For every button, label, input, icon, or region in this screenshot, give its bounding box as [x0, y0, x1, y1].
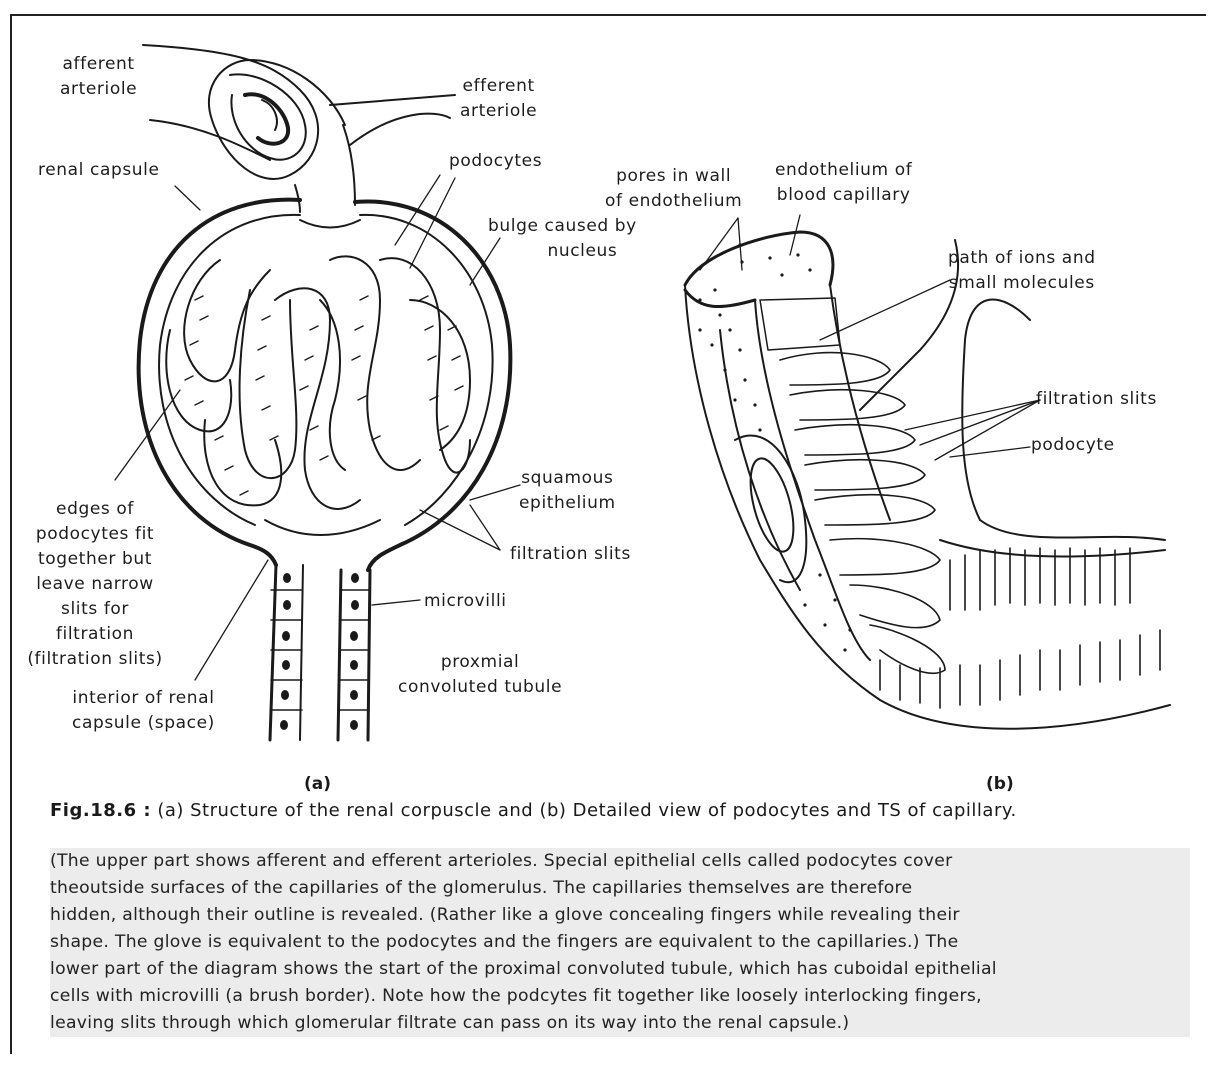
- label-interior-of-capsule: interior of renal capsule (space): [72, 686, 215, 736]
- label-filtration-slits-b: filtration slits: [1036, 387, 1157, 412]
- label-podocyte: podocyte: [1031, 433, 1115, 458]
- label-squamous-epithelium: squamous epithelium: [519, 466, 616, 516]
- capillary-b: [685, 215, 1170, 729]
- paragraph-line: cells with microvilli (a brush border). …: [50, 983, 1190, 1010]
- label-renal-capsule: renal capsule: [38, 158, 160, 183]
- label-filtration-slits-a: filtration slits: [510, 542, 631, 567]
- figure-title: (a) Structure of the renal corpuscle and…: [157, 800, 1016, 821]
- paragraph-line: lower part of the diagram shows the star…: [50, 956, 1190, 983]
- renal-corpuscle-diagram: [0, 0, 1208, 800]
- explanation-paragraph: (The upper part shows afferent and effer…: [50, 848, 1190, 1037]
- caption-b: (b): [986, 774, 1014, 794]
- label-path-of-ions: path of ions and small molecules: [948, 246, 1096, 296]
- paragraph-line: theoutside surfaces of the capillaries o…: [50, 875, 1190, 902]
- paragraph-line: (The upper part shows afferent and effer…: [50, 848, 1190, 875]
- figure-caption: Fig.18.6 : (a) Structure of the renal co…: [50, 800, 1190, 821]
- paragraph-line: hidden, although their outline is reveal…: [50, 902, 1190, 929]
- label-microvilli: microvilli: [424, 589, 507, 614]
- label-efferent-arteriole: efferent arteriole: [460, 74, 537, 124]
- label-pores: pores in wall of endothelium: [605, 164, 742, 214]
- paragraph-line: shape. The glove is equivalent to the po…: [50, 929, 1190, 956]
- label-endothelium: endothelium of blood capillary: [775, 158, 912, 208]
- label-edges-of-podocytes: edges of podocytes fit together but leav…: [20, 497, 170, 672]
- figure-number: Fig.18.6 :: [50, 800, 151, 821]
- label-podocytes: podocytes: [449, 149, 542, 174]
- caption-a: (a): [304, 774, 331, 794]
- paragraph-line: leaving slits through which glomerular f…: [50, 1010, 1190, 1037]
- label-bulge: bulge caused by nucleus: [488, 214, 637, 264]
- label-afferent-arteriole: afferent arteriole: [60, 52, 137, 102]
- label-proximal-tubule: proxmial convoluted tubule: [398, 650, 562, 700]
